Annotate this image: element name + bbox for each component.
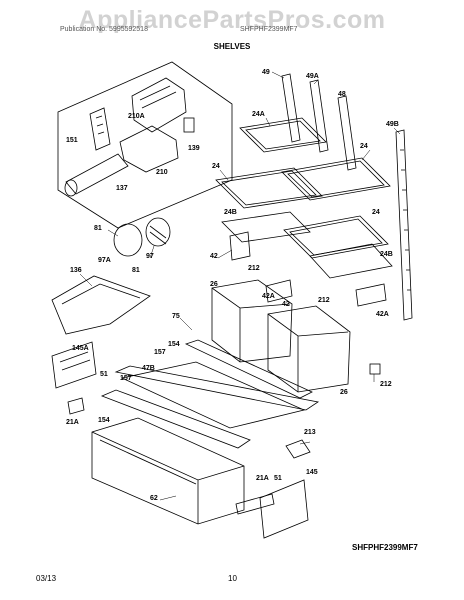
filter-inset-box [57,61,233,229]
shelf-24-lower [283,215,389,259]
bracket-42a-right [355,283,387,307]
shelf-24-right [281,157,391,201]
callout-137: 137 [116,185,128,192]
callout-213: 213 [304,429,316,436]
rail-48 [337,95,357,171]
callout-157-a: 157 [154,349,166,356]
callout-42a-a: 42A [262,293,275,300]
part-21a [235,493,275,515]
part-97a [113,223,143,257]
crisper-drawer-left [211,279,293,363]
callout-51-a: 51 [100,371,108,378]
callout-145a: 145A [72,345,89,352]
callout-24b-a: 24B [224,209,237,216]
filter-cartridge [65,153,129,195]
filter-bracket [119,125,179,173]
callout-24b-b: 24B [380,251,393,258]
callout-26-b: 26 [340,389,348,396]
callout-136: 136 [70,267,82,274]
callout-81-b: 81 [132,267,140,274]
callout-21a-a: 21A [66,419,79,426]
part-213 [285,439,311,459]
callout-24-c: 24 [372,209,380,216]
crisper-cover-front [100,389,251,449]
part-97 [145,217,171,247]
footer-page: 10 [228,574,237,583]
shelf-24a [239,117,327,153]
diagram-code: SHFPHF2399MF7 [352,543,418,552]
footer-date: 03/13 [36,574,57,583]
callout-47b: 47B [142,365,155,372]
bracket-42-mid [265,279,293,303]
callout-49b: 49B [386,121,399,128]
crisper-cover-glass [120,361,306,429]
callout-151: 151 [66,137,78,144]
rail-49 [281,73,301,143]
callout-157-b: 157 [120,375,132,382]
callout-26-a: 26 [210,281,218,288]
model-number-header: SHFPHF2399MF7 [240,26,298,33]
callout-42-b: 42 [282,301,290,308]
callout-212-a: 212 [248,265,260,272]
callout-210: 210 [156,169,168,176]
crisper-drawer-right [267,305,351,393]
part-136 [51,275,151,335]
callout-154-b: 154 [98,417,110,424]
callout-labels: 49 49A 48 24A 49B 24 24 24B 24 42 212 24… [66,69,399,502]
callout-97: 97 [146,253,154,260]
callout-210a: 210A [128,113,145,120]
publication-number: Publication No. 5995592518 [60,26,148,33]
callout-75: 75 [172,313,180,320]
callout-145: 145 [306,469,318,476]
watermark: AppliancePartsPros.com [78,6,386,34]
bracket-42 [229,231,251,261]
part-145a [51,341,97,389]
part-145 [259,479,309,539]
diagram-title: SHELVES [213,42,251,51]
callout-154-a: 154 [168,341,180,348]
callout-42a-b: 42A [376,311,389,318]
callout-51-b: 51 [274,475,282,482]
callout-62: 62 [150,495,158,502]
filter-housing [131,77,187,133]
shelf-24b-left [221,211,311,243]
callout-49: 49 [262,69,270,76]
callout-48: 48 [338,91,346,98]
pantry-drawer [91,417,245,525]
filter-cover [89,107,111,151]
callout-21a-b: 21A [256,475,269,482]
callout-42-a: 42 [210,253,218,260]
shelf-24-left [215,167,323,209]
rail-49b [395,129,413,321]
callout-24-b: 24 [212,163,220,170]
crisper-cover-frame [184,339,313,399]
callout-24-a: 24 [360,143,368,150]
callout-49a: 49A [306,73,319,80]
shelf-24b-right [309,243,393,279]
callout-139: 139 [188,145,200,152]
callout-24a: 24A [252,111,265,118]
callout-81-a: 81 [94,225,102,232]
callout-212-b: 212 [318,297,330,304]
rail-49a [309,79,329,153]
callout-212-c: 212 [380,381,392,388]
callout-97a: 97A [98,257,111,264]
